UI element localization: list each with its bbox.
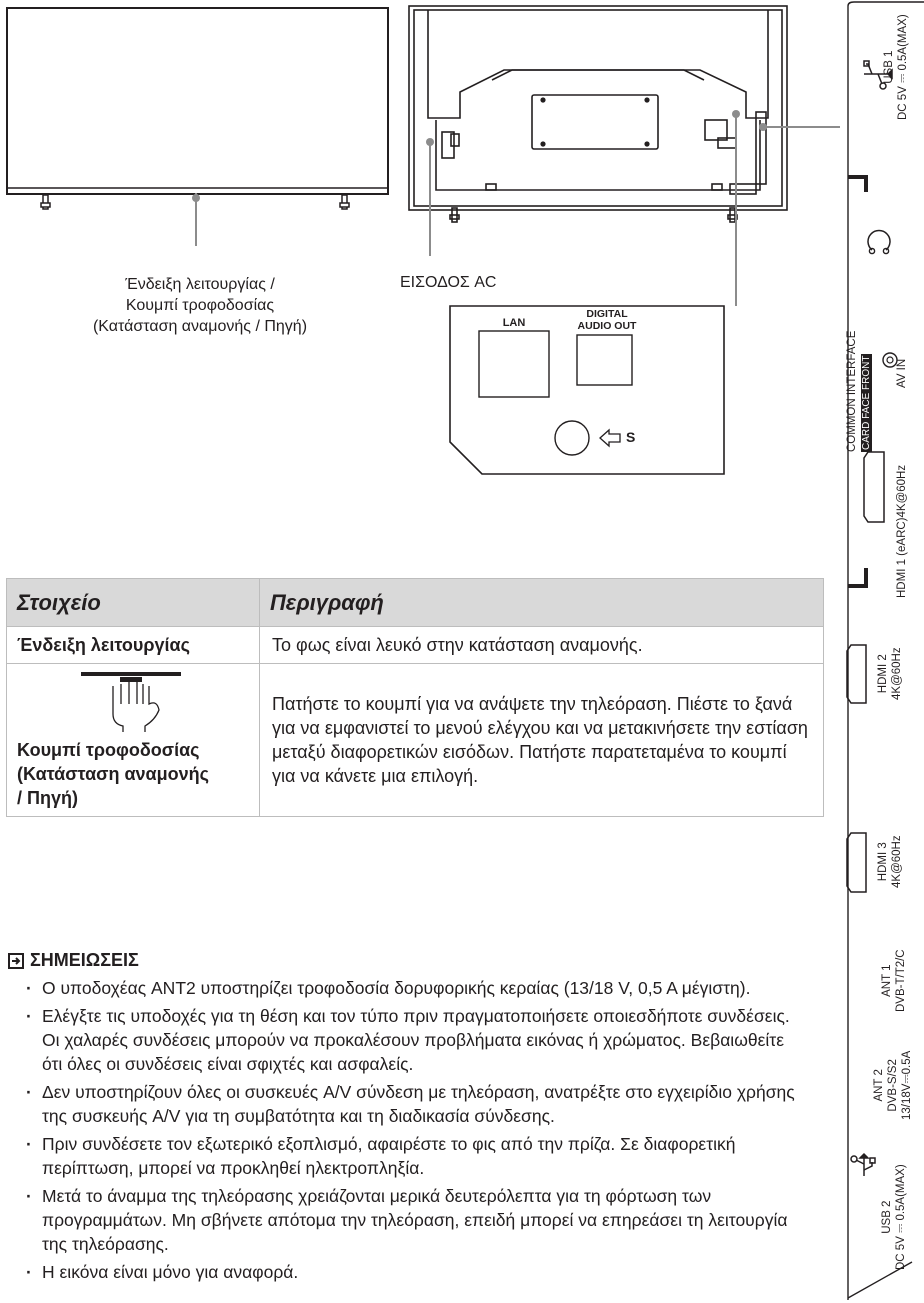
table-row: Κουμπί τροφοδοσίας (Κατάσταση αναμονής /…	[6, 663, 824, 817]
ac-input-caption: ΕΙΣΟΔΟΣ AC	[400, 274, 497, 291]
row1-item: Ένδειξη λειτουργίας	[6, 626, 260, 664]
hdmi3-line2: 4K@60Hz	[891, 835, 903, 888]
arrow-right-box-icon	[8, 952, 24, 969]
hdmi2-line1: HDMI 2	[877, 654, 889, 694]
tv-back-illustration	[408, 5, 840, 306]
detail-panel	[449, 305, 725, 475]
side-connector-panel	[846, 1, 924, 1300]
s-label: S	[626, 429, 636, 445]
ant1-line1: ANT 1	[881, 964, 893, 997]
row2-item-line3: / Πηγή)	[17, 788, 78, 808]
spec-table: Στοιχείο Περιγραφή Ένδειξη λειτουργίας Τ…	[6, 578, 824, 817]
row2-desc: Πατήστε το κουμπί για να ανάψετε την τηλ…	[259, 663, 824, 817]
ant1-line2: DVB-T/T2/C	[895, 949, 907, 1012]
common-interface-text: COMMON INTERFACE	[846, 330, 858, 452]
usb1-line1: USB 1	[883, 50, 895, 84]
notes-title-text: ΣΗΜΕΙΩΣΕΙΣ	[30, 950, 139, 970]
ant2-line3: 13/18V⎓0.5A	[901, 1050, 913, 1120]
ant2-line2: DVB-S/S2	[887, 1059, 899, 1112]
row1-desc: Το φως είναι λευκό στην κατάσταση αναμον…	[259, 626, 824, 664]
usb2-line1: USB 2	[881, 1200, 893, 1234]
header-item: Στοιχείο	[6, 578, 260, 627]
front-caption-line1: Ένδειξη λειτουργίας /	[125, 276, 275, 293]
table-row: Ένδειξη λειτουργίας Το φως είναι λευκό σ…	[6, 626, 824, 664]
front-caption: Ένδειξη λειτουργίας / Κουμπί τροφοδοσίας…	[60, 274, 340, 337]
row2-item-line2: (Κατάσταση αναμονής	[17, 764, 209, 784]
ant1-label: ANT 1 DVB-T/T2/C	[880, 949, 908, 1012]
card-face-front-text: CARD FACE FRONT	[861, 353, 872, 452]
front-caption-line2: Κουμπί τροφοδοσίας	[125, 297, 275, 314]
usb2-line2: DC 5V ⎓ 0.5A(MAX)	[895, 1164, 907, 1270]
row2-item-line1: Κουμπί τροφοδοσίας	[17, 740, 200, 760]
usb1-label: USB 1 DC 5V ⎓ 0.5A(MAX)	[882, 14, 910, 120]
av-in-label: AV IN	[896, 358, 908, 388]
front-caption-line3: (Κατάσταση αναμονής / Πηγή)	[92, 318, 308, 335]
list-item: Ο υποδοχέας ANT2 υποστηρίζει τροφοδοσία …	[0, 976, 800, 1000]
list-item: Η εικόνα είναι μόνο για αναφορά.	[0, 1260, 800, 1284]
hdmi1-label: HDMI 1 (eARC)4K@60Hz	[896, 464, 908, 598]
ant2-line1: ANT 2	[873, 1069, 885, 1102]
notes-list: Ο υποδοχέας ANT2 υποστηρίζει τροφοδοσία …	[0, 976, 800, 1288]
digital-label-line2: AUDIO OUT	[577, 320, 637, 332]
common-interface-label: COMMON INTERFACE CARD FACE FRONT	[845, 331, 874, 452]
row2-item: Κουμπί τροφοδοσίας (Κατάσταση αναμονής /…	[6, 663, 260, 817]
tv-front-illustration	[6, 7, 389, 246]
list-item: Μετά το άναμμα της τηλεόρασης χρειάζοντα…	[0, 1184, 800, 1256]
digital-audio-out-label: DIGITAL AUDIO OUT	[571, 308, 643, 332]
ant2-label: ANT 2 DVB-S/S2 13/18V⎓0.5A	[872, 1051, 914, 1120]
hdmi3-line1: HDMI 3	[877, 842, 889, 882]
list-item: Δεν υποστηρίζουν όλες οι συσκευές A/V σύ…	[0, 1080, 800, 1128]
list-item: Πριν συνδέσετε τον εξωτερικό εξοπλισμό, …	[0, 1132, 800, 1180]
usb1-line2: DC 5V ⎓ 0.5A(MAX)	[897, 14, 909, 120]
header-desc: Περιγραφή	[259, 578, 824, 627]
press-button-hand-icon	[81, 672, 181, 732]
table-header-row: Στοιχείο Περιγραφή	[6, 578, 824, 627]
lan-label: LAN	[502, 317, 526, 329]
hdmi3-label: HDMI 3 4K@60Hz	[876, 835, 904, 888]
notes-title: ΣΗΜΕΙΩΣΕΙΣ	[8, 950, 139, 971]
hdmi2-line2: 4K@60Hz	[891, 647, 903, 700]
list-item: Ελέγξτε τις υποδοχές για τη θέση και τον…	[0, 1004, 800, 1076]
usb2-label: USB 2 DC 5V ⎓ 0.5A(MAX)	[880, 1164, 908, 1270]
digital-label-line1: DIGITAL	[586, 308, 628, 320]
hdmi2-label: HDMI 2 4K@60Hz	[876, 647, 904, 700]
